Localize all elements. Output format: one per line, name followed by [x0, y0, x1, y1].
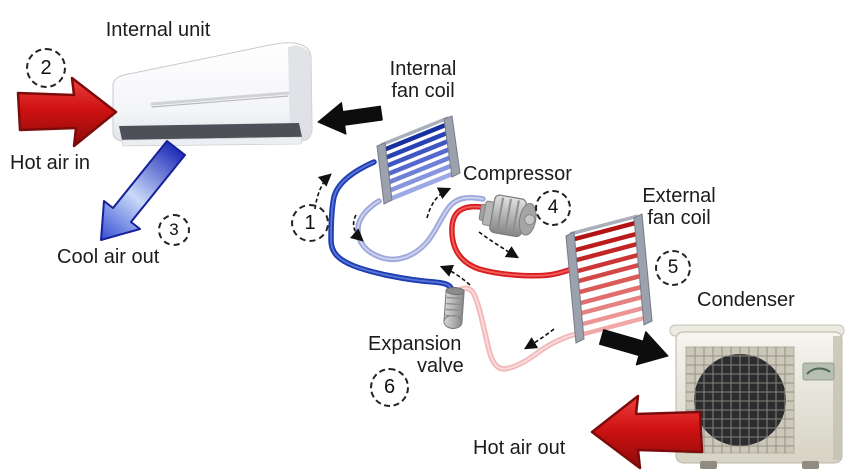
step-marker-1: 1: [291, 204, 329, 242]
step-marker-4: 4: [535, 190, 571, 226]
cool-air-out-arrow: [100, 140, 186, 241]
condenser-fan-grille: [685, 346, 795, 454]
internal-fan-coil-image: [376, 115, 461, 205]
expansion-valve-image: [443, 286, 465, 329]
external-fan-coil-label-line2: fan coil: [647, 207, 711, 229]
internal-unit-label: Internal unit: [105, 19, 211, 41]
hot-air-out-label: Hot air out: [473, 437, 566, 459]
external-fan-coil-image: [565, 213, 653, 344]
indoor-vent-louver: [119, 123, 303, 147]
internal-fan-coil-label-line2: fan coil: [391, 80, 455, 102]
step-marker-5: 5: [655, 250, 691, 286]
condenser-logo: [802, 362, 835, 381]
compressor-image: [478, 194, 537, 238]
cool-air-out-label: Cool air out: [57, 246, 160, 268]
hot-air-out-arrow: [590, 394, 704, 470]
flow-arrow-out-of-internal-coil: [349, 214, 364, 242]
expansion-valve-label-line2: valve: [417, 355, 464, 377]
internal-fan-coil-label-line1: Internal: [389, 58, 457, 80]
flow-arrow-out-of-external-coil: [523, 328, 555, 350]
step-marker-3: 3: [158, 214, 190, 246]
flow-arrow-to-external-coil: [478, 231, 520, 259]
step-marker-6: 6: [370, 368, 409, 407]
hot-air-in-arrow: [16, 76, 118, 148]
refrigerant-pipe-cold: [328, 159, 455, 293]
refrigerant-pipe-warm: [455, 285, 583, 372]
internal-unit-image: [112, 42, 313, 147]
condenser-image: [669, 324, 845, 469]
internal-fan-coil-label: Internal fan coil: [363, 58, 483, 102]
refrigerant-pipe-hot: [449, 203, 572, 279]
compressor-label: Compressor: [463, 163, 572, 185]
flow-arrow-into-internal-coil: [314, 173, 332, 210]
refrigerant-pipe-vapor: [355, 194, 486, 263]
expansion-valve-label-line1: Expansion: [368, 333, 462, 355]
hot-air-in-label: Hot air in: [10, 152, 91, 174]
condenser-label: Condenser: [697, 289, 795, 311]
flow-arrow-into-expansion-valve: [439, 264, 471, 286]
step-marker-2: 2: [26, 48, 66, 88]
flow-arrow-into-compressor: [426, 187, 452, 219]
external-fan-coil-label-line1: External: [642, 185, 716, 207]
air-through-external-coil-arrow: [598, 329, 669, 366]
external-fan-coil-label: External fan coil: [620, 185, 738, 229]
air-through-internal-coil-arrow: [317, 102, 383, 135]
